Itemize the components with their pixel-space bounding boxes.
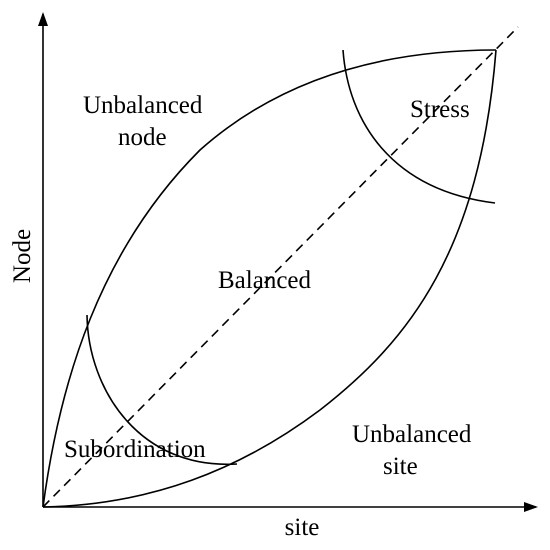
upper-boundary-curve bbox=[42, 49, 497, 508]
region-label-unbalanced-site-line1: Unbalanced bbox=[352, 421, 472, 448]
region-label-stress: Stress bbox=[410, 96, 470, 123]
balance-diagonal-dashed bbox=[42, 26, 519, 508]
y-axis-label: Node bbox=[9, 229, 36, 283]
region-label-unbalanced-node-line1: Unbalanced bbox=[83, 92, 203, 119]
region-label-subordination: Subordination bbox=[64, 436, 206, 463]
region-label-balanced: Balanced bbox=[218, 267, 312, 294]
lower-boundary-curve bbox=[42, 49, 497, 508]
stress-arc bbox=[342, 49, 496, 204]
region-label-unbalanced-site-line2: site bbox=[383, 453, 418, 480]
region-label-unbalanced-node-line2: node bbox=[118, 124, 167, 151]
subordination-arc bbox=[86, 314, 238, 465]
x-axis-label: site bbox=[285, 514, 320, 541]
